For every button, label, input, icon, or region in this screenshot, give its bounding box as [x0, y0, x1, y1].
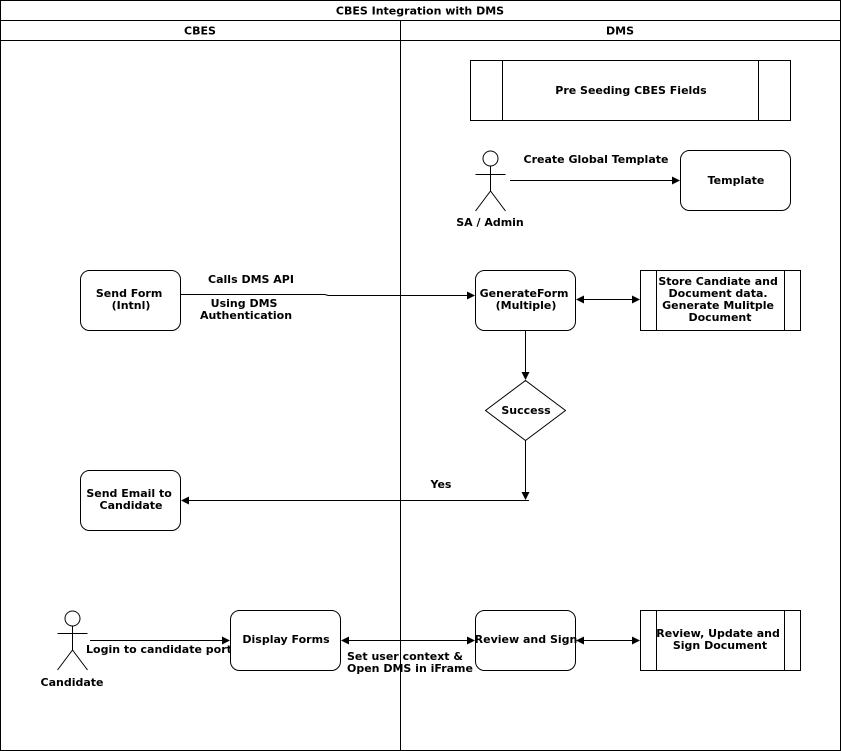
node-store-data-line-3: Generate Mulitple — [662, 299, 774, 312]
lane-title-dms: DMS — [606, 25, 634, 38]
actor-candidate-icon — [57, 610, 88, 671]
node-display-forms: Display Forms — [230, 610, 341, 671]
arrowhead-success-down — [521, 492, 530, 500]
edge-labels: Create Global Template Calls DMS API Usi… — [86, 153, 668, 675]
node-generate-form: GenerateForm (Multiple) — [475, 270, 576, 331]
actor-admin-icon — [475, 150, 506, 212]
arrowhead-to-send-email — [181, 496, 189, 505]
node-template-label: Template — [708, 174, 765, 187]
edge-calls-dms-api — [181, 294, 468, 296]
node-store-data-line-1: Store Candiate and — [658, 275, 778, 288]
node-send-form-line-1: Send Form — [96, 287, 162, 300]
arrowhead-to-success — [521, 372, 530, 380]
node-send-email-line-2: Candidate — [100, 499, 163, 512]
node-generate-form-line-2: (Multiple) — [496, 299, 557, 312]
arrowhead-to-generateform-left — [576, 295, 584, 304]
label-dms-auth-line-1: Using DMS — [211, 297, 278, 310]
node-template: Template — [680, 150, 791, 211]
node-send-form: Send Form (Intnl) — [80, 270, 181, 331]
node-generate-form-label: GenerateForm (Multiple) — [480, 287, 573, 312]
node-store-data-label: Store Candiate and Document data. Genera… — [658, 275, 781, 324]
label-set-context-line-2: Open DMS in iFrame — [347, 662, 473, 675]
label-create-template: Create Global Template — [524, 153, 669, 166]
node-success-label: Success — [501, 404, 551, 417]
actor-admin: SA / Admin — [456, 150, 524, 229]
node-review-update-sign-box — [640, 610, 801, 671]
label-dms-auth-line-2: Authentication — [200, 309, 292, 322]
arrowhead-to-review-sign-left — [576, 636, 584, 645]
node-pre-seeding-box — [470, 60, 791, 121]
node-pre-seeding: Pre Seeding CBES Fields — [470, 60, 791, 121]
arrowhead-to-display-forms — [222, 636, 230, 645]
node-pre-seeding-label: Pre Seeding CBES Fields — [555, 84, 707, 97]
node-review-sign: Review and Sign — [475, 610, 578, 671]
node-store-data-line-2: Document data. — [669, 287, 768, 300]
node-display-forms-label: Display Forms — [242, 633, 330, 646]
actor-admin-label: SA / Admin — [456, 216, 524, 229]
node-send-email-line-1: Send Email to — [86, 487, 172, 500]
node-template-box — [680, 150, 791, 211]
actor-candidate: Candidate — [41, 610, 104, 689]
node-display-forms-box — [230, 610, 341, 671]
pool-title: CBES Integration with DMS — [336, 5, 504, 18]
node-success: Success — [484, 379, 567, 442]
lanes: CBES DMS — [0, 20, 841, 751]
node-send-form-line-2: (Intnl) — [112, 299, 151, 312]
node-review-sign-box — [475, 610, 576, 671]
arrowhead-to-review-update — [632, 636, 640, 645]
label-calls-dms-api: Calls DMS API — [208, 273, 294, 286]
node-review-update-sign-label: Review, Update and Sign Document — [656, 627, 783, 652]
node-store-data-box — [640, 270, 801, 331]
node-review-update-line-1: Review, Update and — [656, 627, 780, 640]
node-generate-form-box — [475, 270, 576, 331]
node-send-email: Send Email to Candidate — [80, 470, 181, 531]
node-success-diamond — [484, 379, 567, 442]
node-review-sign-label: Review and Sign — [475, 633, 578, 646]
actor-candidate-label: Candidate — [41, 676, 104, 689]
arrowhead-to-review-sign — [467, 636, 475, 645]
label-dms-auth: Using DMS Authentication — [200, 297, 292, 322]
connectors — [90, 176, 680, 645]
node-store-data: Store Candiate and Document data. Genera… — [640, 270, 801, 331]
node-review-update-sign: Review, Update and Sign Document — [640, 610, 801, 671]
label-login: Login to candidate portal — [86, 643, 243, 656]
node-send-email-box — [80, 470, 181, 531]
lane-title-cbes: CBES — [184, 25, 216, 38]
arrowhead-to-template — [672, 176, 680, 185]
label-yes: Yes — [430, 478, 452, 491]
node-store-data-line-4: Document — [688, 311, 751, 324]
label-set-context: Set user context & Open DMS in iFrame — [347, 650, 473, 675]
label-set-context-line-1: Set user context & — [347, 650, 463, 663]
node-send-email-label: Send Email to Candidate — [86, 487, 175, 512]
arrowhead-to-display-forms-right — [341, 636, 349, 645]
node-send-form-box — [80, 270, 181, 331]
arrowhead-to-store-data — [632, 295, 640, 304]
node-generate-form-line-1: GenerateForm — [480, 287, 569, 300]
node-review-update-line-2: Sign Document — [673, 639, 767, 652]
node-send-form-label: Send Form (Intnl) — [96, 287, 166, 312]
arrowhead-to-generateform — [467, 291, 475, 300]
